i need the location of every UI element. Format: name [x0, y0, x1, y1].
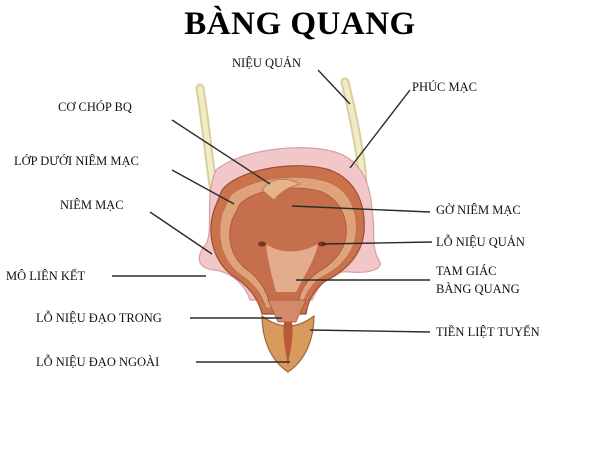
- ureteral-orifice-left: [258, 242, 266, 247]
- label-nieu-quan: NIỆU QUẢN: [232, 56, 301, 71]
- leader-tien-liet-tuyen: [310, 330, 430, 332]
- label-tam-giac-line2: BÀNG QUANG: [436, 282, 520, 297]
- leader-niem-mac: [150, 212, 212, 254]
- label-mo-lien-ket: MÔ LIÊN KẾT: [6, 269, 85, 284]
- label-lo-nieu-dao-ngoai: LỖ NIỆU ĐẠO NGOÀI: [36, 355, 159, 370]
- label-tam-giac-line1: TAM GIÁC: [436, 264, 496, 279]
- label-phuc-mac: PHÚC MẠC: [412, 80, 477, 95]
- bladder-neck: [268, 300, 306, 322]
- label-lo-nieu-dao-trong: LỖ NIỆU ĐẠO TRONG: [36, 311, 162, 326]
- label-tien-liet-tuyen: TIỀN LIỆT TUYẾN: [436, 325, 540, 340]
- label-lop-duoi-niem-mac: LỚP DƯỚI NIÊM MẠC: [14, 154, 139, 169]
- label-lo-nieu-quan: LỖ NIỆU QUẢN: [436, 235, 525, 250]
- label-co-chop-bq: CƠ CHÓP BQ: [58, 100, 132, 115]
- label-go-niem-mac: GỜ NIÊM MẠC: [436, 203, 521, 218]
- label-niem-mac: NIÊM MẠC: [60, 198, 124, 213]
